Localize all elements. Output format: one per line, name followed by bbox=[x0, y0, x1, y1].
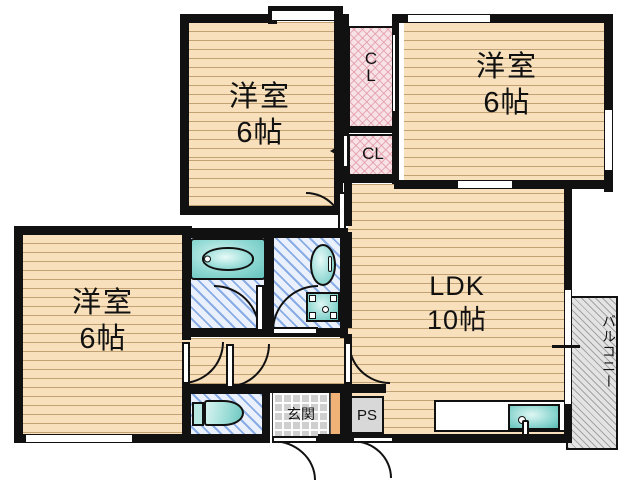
room-name-bedroom-top-right: 洋室 bbox=[475, 51, 538, 83]
room-name-bedroom-top-left: 洋室 bbox=[228, 81, 291, 113]
door-swing-entrance[interactable] bbox=[272, 440, 316, 480]
toilet-tank bbox=[192, 402, 204, 426]
wall-lb-left bbox=[14, 226, 23, 440]
closet-upper-label-l: L bbox=[366, 66, 376, 85]
wall-lb-right bbox=[182, 226, 191, 340]
window-ldk-top bbox=[458, 180, 514, 189]
toilet bbox=[204, 400, 244, 426]
bathtub bbox=[190, 238, 266, 280]
wall-closet-left bbox=[342, 14, 349, 182]
wall-ldk-left-lower bbox=[344, 334, 352, 442]
wall-bottom-edge-b bbox=[318, 434, 354, 443]
door-leaf-entrance[interactable] bbox=[272, 436, 318, 443]
door-leaf-pipe-space[interactable] bbox=[352, 436, 394, 443]
door-leaf-bedroom-top-left[interactable] bbox=[338, 192, 346, 230]
wall-tr-right-upper bbox=[604, 14, 613, 112]
wall-tr-bottom-a bbox=[394, 180, 490, 189]
wall-tr-bottom-b bbox=[512, 180, 612, 189]
window-ldk-balcony bbox=[564, 290, 572, 408]
wall-bottom-edge-a bbox=[182, 434, 270, 443]
wall-lb-bottom-a bbox=[14, 434, 28, 443]
closet-upper-door[interactable] bbox=[392, 34, 396, 112]
vanity-mirror bbox=[310, 244, 336, 286]
wall-closet-bottom bbox=[342, 176, 399, 183]
wall-closet-divider bbox=[342, 126, 399, 133]
door-leaf-ldk[interactable] bbox=[344, 342, 352, 384]
closet-lower-door-arrow bbox=[330, 144, 342, 158]
wall-balcony-mullion bbox=[552, 345, 580, 348]
room-label-bedroom-left: 洋室 6帖 bbox=[22, 288, 184, 355]
wall-lb-right-lower bbox=[182, 386, 191, 442]
entrance-label: 玄関 bbox=[287, 406, 315, 422]
wall-ldk-left-upper bbox=[344, 182, 352, 226]
room-floor-bedroom-left bbox=[22, 234, 184, 442]
closet-lower: CL bbox=[348, 134, 398, 176]
door-swing-pipe-space[interactable] bbox=[352, 440, 392, 478]
kitchen-sink bbox=[508, 404, 560, 430]
wall-tr-top-a bbox=[394, 14, 408, 23]
pipe-space-label: PS bbox=[356, 407, 377, 424]
room-label-ldk: LDK 10帖 bbox=[352, 272, 562, 335]
window-left-bedroom-bottom bbox=[26, 434, 134, 443]
vanity-mirror-handle bbox=[328, 256, 332, 272]
bathtub-drain bbox=[204, 255, 211, 263]
wall-tl-left bbox=[180, 14, 189, 214]
closet-lower-door-leaf[interactable] bbox=[342, 134, 349, 168]
room-label-bedroom-top-left: 洋室 6帖 bbox=[184, 82, 336, 149]
room-size-bedroom-top-left: 6帖 bbox=[236, 117, 284, 150]
room-size-bedroom-top-right: 6帖 bbox=[483, 87, 531, 120]
wall-tl-top-bay bbox=[268, 6, 342, 10]
room-floor-bedroom-top-right bbox=[404, 22, 610, 182]
wall-toilet-right bbox=[262, 386, 270, 442]
wall-ldk-right-lower bbox=[564, 404, 572, 442]
room-label-bedroom-top-right: 洋室 6帖 bbox=[404, 52, 610, 119]
wall-tl-bottom bbox=[180, 206, 342, 215]
wall-lb-top bbox=[14, 226, 192, 235]
room-floor-ldk bbox=[348, 184, 570, 442]
wall-ldk-right-upper bbox=[564, 182, 572, 292]
balcony-label: バルコニー bbox=[601, 314, 617, 389]
wall-bath-bottom bbox=[182, 328, 348, 337]
wall-tl-top-a bbox=[180, 14, 268, 23]
room-name-ldk: LDK bbox=[429, 271, 485, 301]
closet-upper-label-c: C bbox=[364, 49, 378, 68]
wall-tr-top-b bbox=[490, 14, 612, 23]
door-leaf-corridor[interactable] bbox=[226, 344, 234, 388]
window-top-right-bedroom-right bbox=[604, 110, 613, 172]
wall-bath-divider bbox=[264, 228, 272, 334]
window-top-right-bedroom-top bbox=[408, 14, 492, 23]
wall-corridor-bottom bbox=[182, 384, 386, 393]
room-size-ldk: 10帖 bbox=[426, 305, 488, 336]
door-leaf-washroom[interactable] bbox=[272, 327, 318, 335]
wall-tl-right bbox=[334, 14, 343, 214]
entrance-tile: 玄関 bbox=[272, 392, 330, 438]
pipe-space: PS bbox=[350, 396, 384, 434]
wall-ldk-left-mid bbox=[344, 232, 352, 328]
closet-lower-label: CL bbox=[362, 144, 384, 163]
room-size-bedroom-left: 6帖 bbox=[79, 323, 127, 356]
door-leaf-bedroom-left[interactable] bbox=[182, 342, 190, 384]
wall-ldk-bottom bbox=[344, 434, 572, 443]
room-name-bedroom-left: 洋室 bbox=[71, 287, 134, 319]
balcony: バルコニー bbox=[566, 296, 618, 450]
wall-closet-right-lower bbox=[392, 126, 399, 184]
closet-upper-label: C L bbox=[350, 50, 392, 84]
window-top-left-bedroom bbox=[272, 10, 338, 21]
closet-upper: C L bbox=[348, 26, 394, 130]
wall-lb-bottom-b bbox=[132, 434, 192, 443]
door-leaf-bathroom[interactable] bbox=[256, 285, 264, 331]
